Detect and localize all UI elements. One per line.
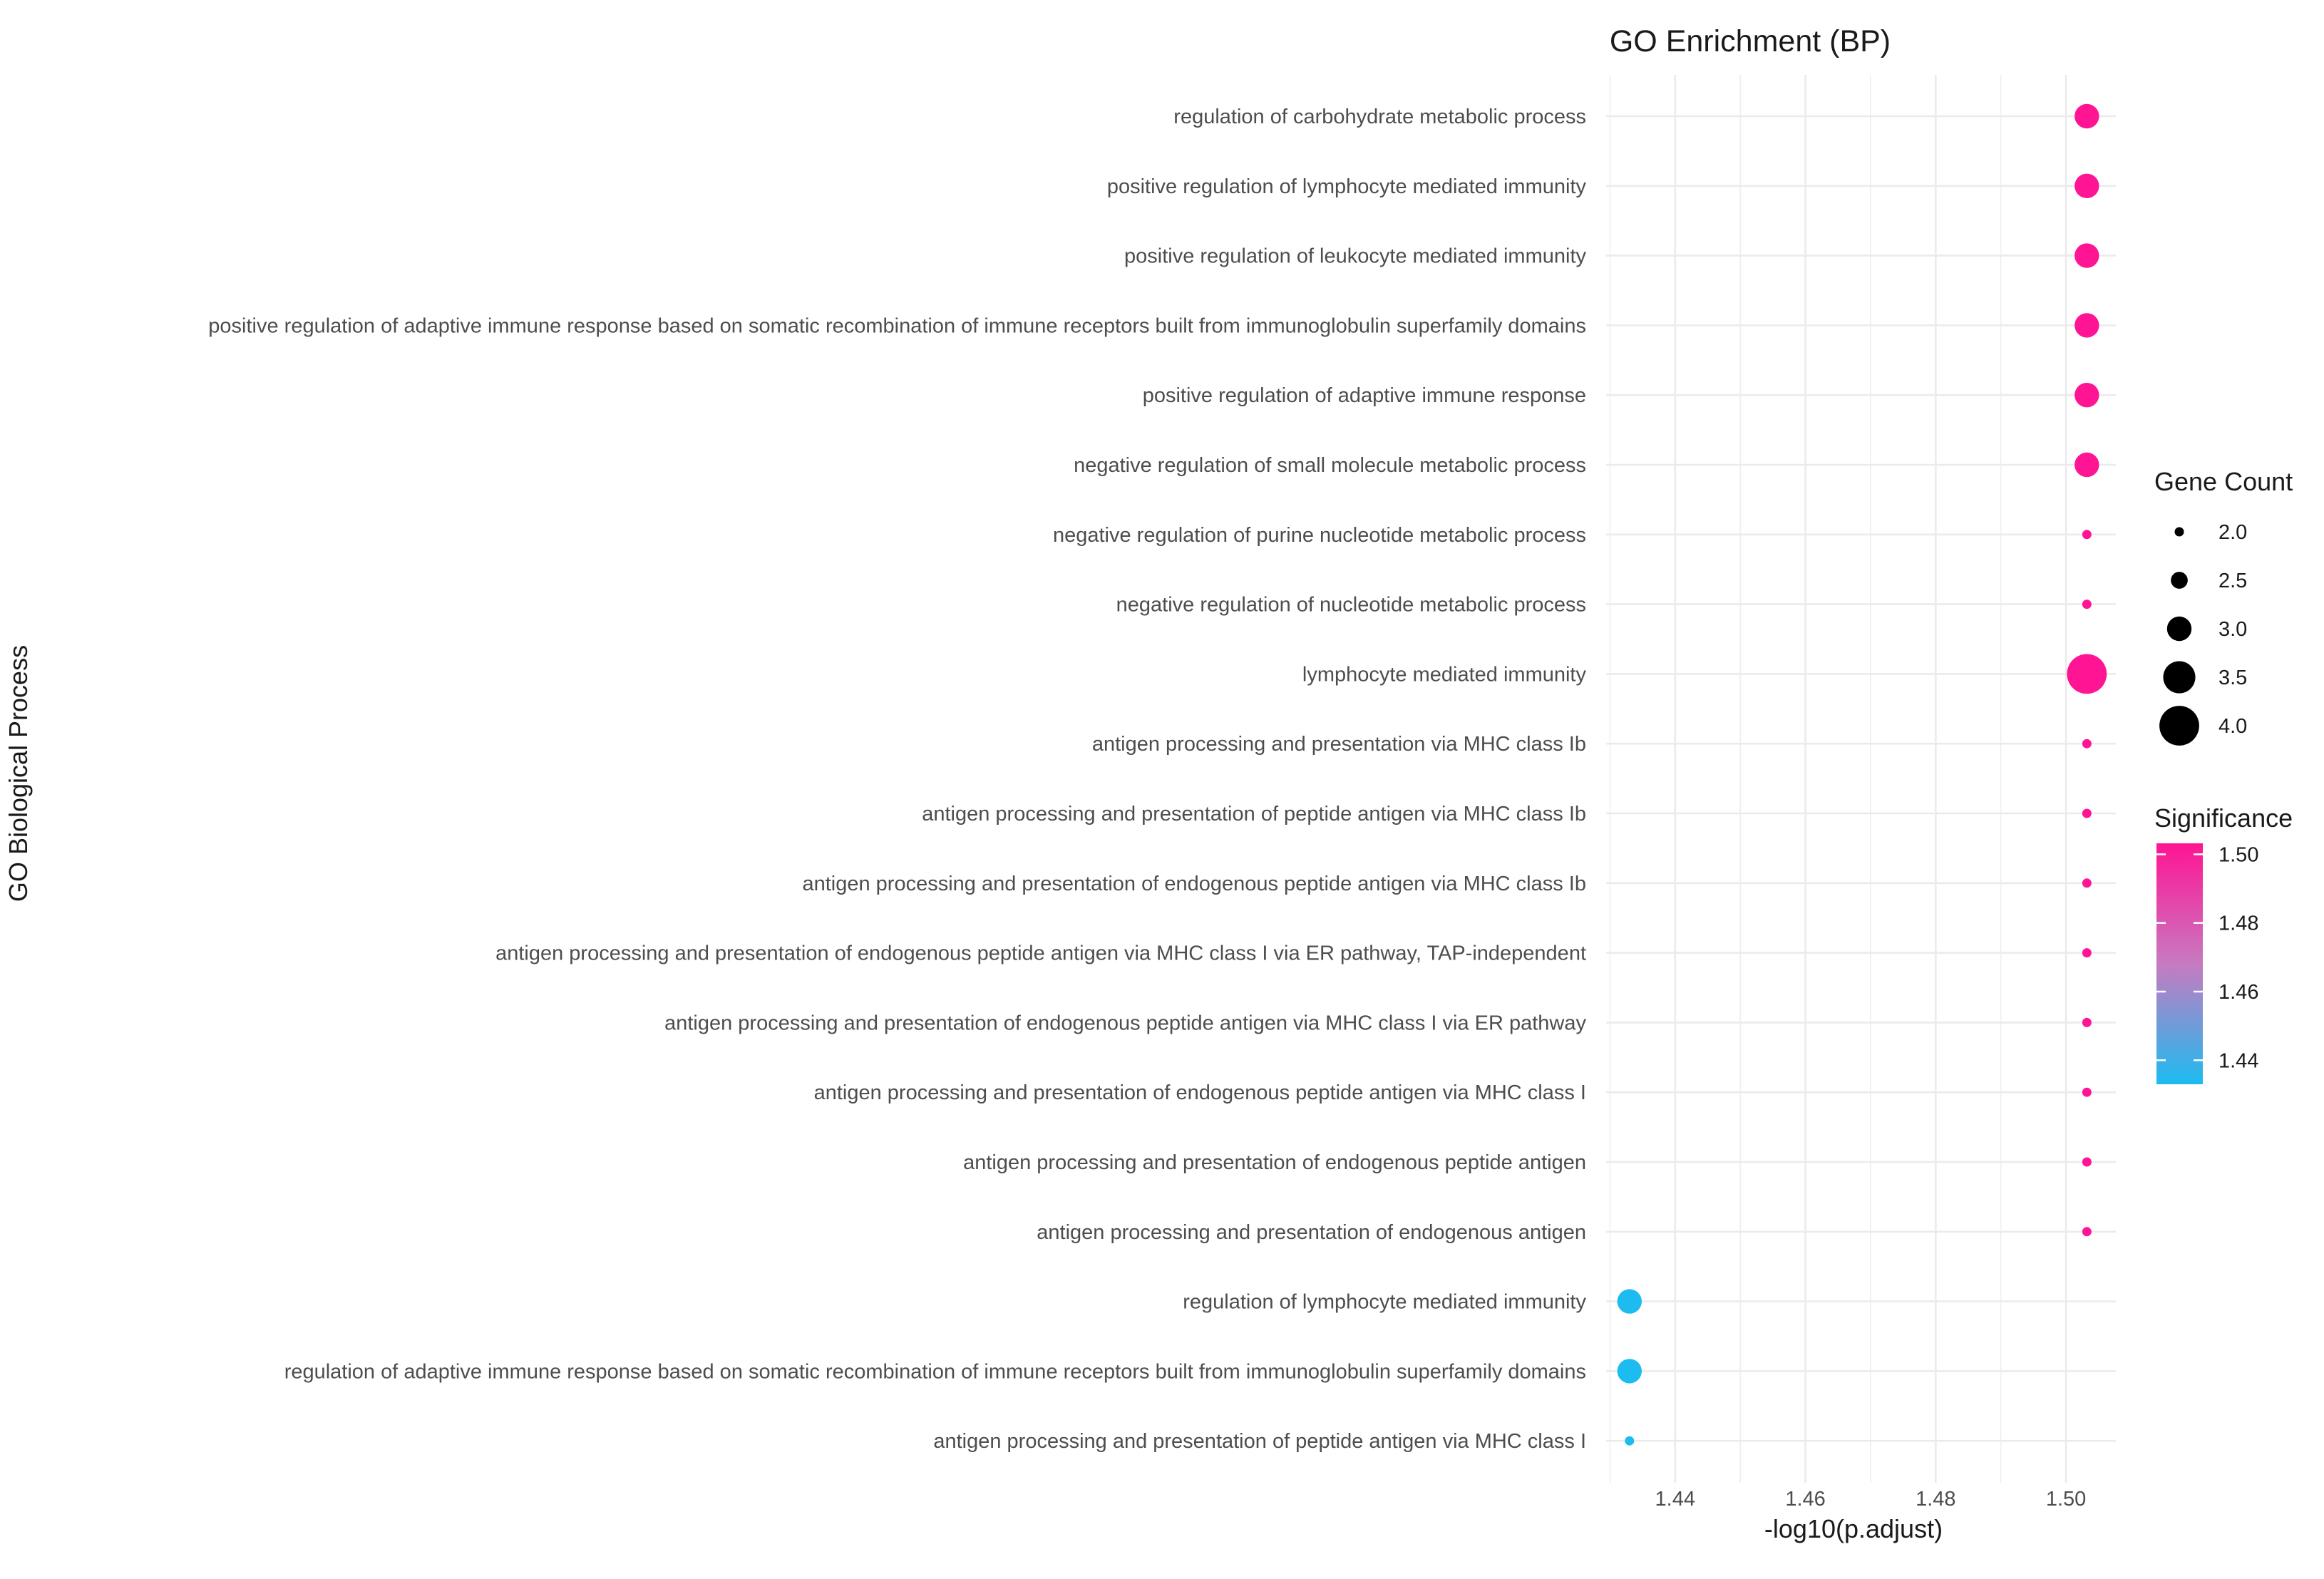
y-tick-label: positive regulation of adaptive immune r… bbox=[1143, 384, 1586, 407]
y-tick-label: regulation of adaptive immune response b… bbox=[284, 1360, 1586, 1383]
y-tick-label: antigen processing and presentation of e… bbox=[963, 1151, 1586, 1174]
size-legend-items: 2.0 2.5 3.0 3.5 4.0 bbox=[2159, 521, 2247, 746]
data-point bbox=[2074, 452, 2099, 478]
y-tick-label: antigen processing and presentation via … bbox=[1092, 733, 1586, 756]
y-tick-label: positive regulation of lymphocyte mediat… bbox=[1107, 175, 1587, 198]
data-point bbox=[2082, 878, 2092, 888]
x-axis-title: -log10(p.adjust) bbox=[1764, 1514, 1943, 1543]
size-legend-label: 3.0 bbox=[2218, 618, 2247, 641]
size-legend: Gene Count 2.0 2.5 3.0 3.5 4.0 bbox=[2154, 467, 2293, 746]
grid-lines bbox=[1606, 75, 2116, 1483]
y-tick-label: antigen processing and presentation of p… bbox=[933, 1430, 1586, 1453]
x-tick-label: 1.46 bbox=[1785, 1488, 1825, 1511]
x-tick-labels: 1.44 1.46 1.48 1.50 bbox=[1655, 1488, 2087, 1511]
y-tick-labels: regulation of carbohydrate metabolic pro… bbox=[208, 106, 1586, 1453]
data-point bbox=[2082, 1017, 2092, 1027]
y-tick-label: negative regulation of nucleotide metabo… bbox=[1116, 594, 1586, 617]
data-point bbox=[2082, 530, 2092, 540]
data-point bbox=[2074, 243, 2099, 268]
y-tick-label: antigen processing and presentation of e… bbox=[495, 942, 1586, 965]
data-point bbox=[2082, 948, 2092, 958]
size-legend-label: 2.0 bbox=[2218, 521, 2247, 544]
data-point bbox=[2082, 808, 2092, 818]
data-point bbox=[2082, 739, 2092, 749]
size-legend-key bbox=[2174, 527, 2184, 537]
y-tick-label: negative regulation of small molecule me… bbox=[1074, 454, 1586, 477]
color-legend-title: Significance bbox=[2154, 803, 2293, 833]
y-tick-label: antigen processing and presentation of e… bbox=[1037, 1221, 1586, 1244]
x-tick-label: 1.50 bbox=[2046, 1488, 2086, 1511]
data-point bbox=[2074, 383, 2099, 408]
data-point bbox=[1617, 1289, 1642, 1314]
x-tick-label: 1.44 bbox=[1655, 1488, 1695, 1511]
data-point bbox=[2067, 654, 2107, 694]
chart-title: GO Enrichment (BP) bbox=[1610, 24, 1891, 58]
data-point bbox=[2082, 1087, 2092, 1097]
size-legend-key bbox=[2159, 706, 2199, 746]
size-legend-label: 2.5 bbox=[2218, 570, 2247, 592]
y-tick-label: antigen processing and presentation of e… bbox=[814, 1081, 1586, 1104]
data-point bbox=[2074, 173, 2099, 198]
size-legend-key bbox=[2163, 661, 2196, 694]
y-tick-label: negative regulation of purine nucleotide… bbox=[1053, 524, 1586, 547]
data-point bbox=[2082, 1157, 2092, 1167]
y-tick-label: lymphocyte mediated immunity bbox=[1302, 663, 1587, 686]
y-tick-label: regulation of lymphocyte mediated immuni… bbox=[1183, 1291, 1586, 1314]
color-legend: Significance 1.44 1.46 1.48 1.50 bbox=[2154, 803, 2293, 1084]
data-points bbox=[1617, 103, 2107, 1446]
data-point bbox=[1625, 1436, 1635, 1446]
significance-colorbar bbox=[2156, 843, 2203, 1084]
data-point bbox=[2082, 1227, 2092, 1237]
colorbar-tick-label: 1.46 bbox=[2218, 981, 2258, 1004]
data-point bbox=[2074, 313, 2099, 338]
data-point bbox=[1617, 1359, 1642, 1384]
size-legend-label: 3.5 bbox=[2218, 667, 2247, 689]
x-tick-label: 1.48 bbox=[1916, 1488, 1955, 1511]
y-axis-title: GO Biological Process bbox=[4, 645, 33, 902]
y-tick-label: antigen processing and presentation of e… bbox=[664, 1012, 1586, 1034]
y-tick-label: antigen processing and presentation of p… bbox=[922, 803, 1586, 825]
y-tick-label: regulation of carbohydrate metabolic pro… bbox=[1173, 106, 1586, 128]
colorbar-tick-label: 1.44 bbox=[2218, 1049, 2258, 1072]
y-tick-label: positive regulation of adaptive immune r… bbox=[208, 314, 1586, 337]
color-legend-ticks: 1.44 1.46 1.48 1.50 bbox=[2156, 843, 2258, 1072]
data-point bbox=[2082, 600, 2092, 610]
y-tick-label: positive regulation of leukocyte mediate… bbox=[1124, 245, 1586, 268]
size-legend-label: 4.0 bbox=[2218, 715, 2247, 738]
size-legend-key bbox=[2166, 616, 2192, 642]
colorbar-tick-label: 1.50 bbox=[2218, 843, 2258, 866]
y-tick-label: antigen processing and presentation of e… bbox=[802, 873, 1586, 895]
size-legend-title: Gene Count bbox=[2154, 467, 2293, 496]
data-point bbox=[2074, 103, 2099, 129]
colorbar-tick-label: 1.48 bbox=[2218, 912, 2258, 935]
size-legend-key bbox=[2171, 572, 2188, 589]
